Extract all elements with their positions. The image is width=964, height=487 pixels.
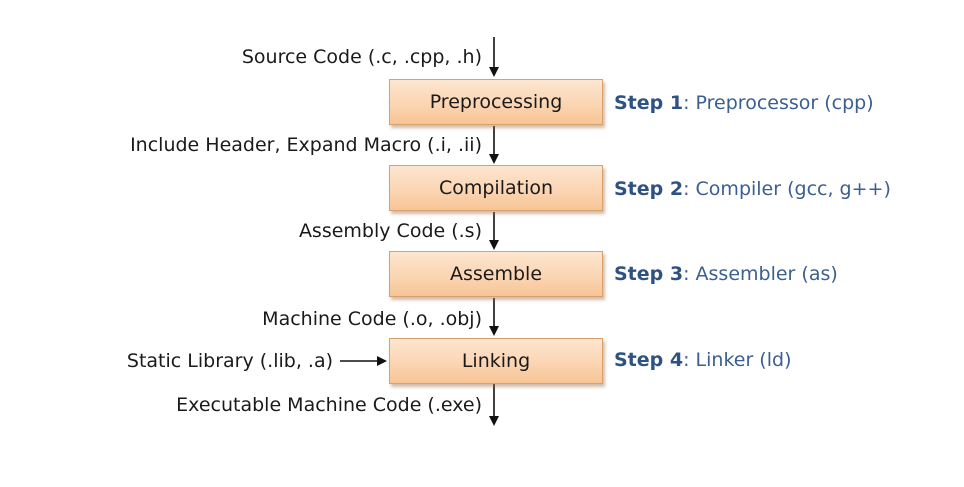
step-separator: : [683, 349, 690, 371]
preprocessed-output-label: Include Header, Expand Macro (.i, .ii) [130, 134, 482, 156]
executable-label: Executable Machine Code (.exe) [176, 394, 482, 416]
step-tool: Preprocessor (cpp) [689, 92, 874, 114]
step-4-annotation: Step 4: Linker (ld) [614, 348, 791, 372]
stage-preprocessing: Preprocessing [389, 79, 603, 125]
static-library-label: Static Library (.lib, .a) [126, 350, 333, 372]
stage-label: Assemble [449, 263, 543, 285]
step-number: Step 3 [614, 263, 684, 285]
stage-linking: Linking [389, 338, 603, 384]
step-separator: : [683, 178, 690, 200]
step-tool: Assembler (as) [689, 263, 838, 285]
step-1-annotation: Step 1: Preprocessor (cpp) [614, 91, 874, 115]
stage-label: Linking [461, 350, 531, 372]
step-number: Step 1 [614, 92, 684, 114]
step-tool: Compiler (gcc, g++) [689, 178, 891, 200]
step-tool: Linker (ld) [689, 349, 792, 371]
step-number: Step 2 [614, 178, 684, 200]
step-number: Step 4 [614, 349, 684, 371]
stage-label: Preprocessing [429, 91, 563, 113]
stage-compilation: Compilation [389, 165, 603, 211]
machine-code-label: Machine Code (.o, .obj) [262, 308, 482, 330]
assembly-code-label: Assembly Code (.s) [298, 220, 482, 242]
stage-assemble: Assemble [389, 251, 603, 297]
step-separator: : [683, 263, 690, 285]
source-code-label: Source Code (.c, .cpp, .h) [241, 46, 482, 68]
step-3-annotation: Step 3: Assembler (as) [614, 262, 838, 286]
step-2-annotation: Step 2: Compiler (gcc, g++) [614, 177, 891, 201]
stage-label: Compilation [438, 177, 554, 199]
step-separator: : [683, 92, 690, 114]
